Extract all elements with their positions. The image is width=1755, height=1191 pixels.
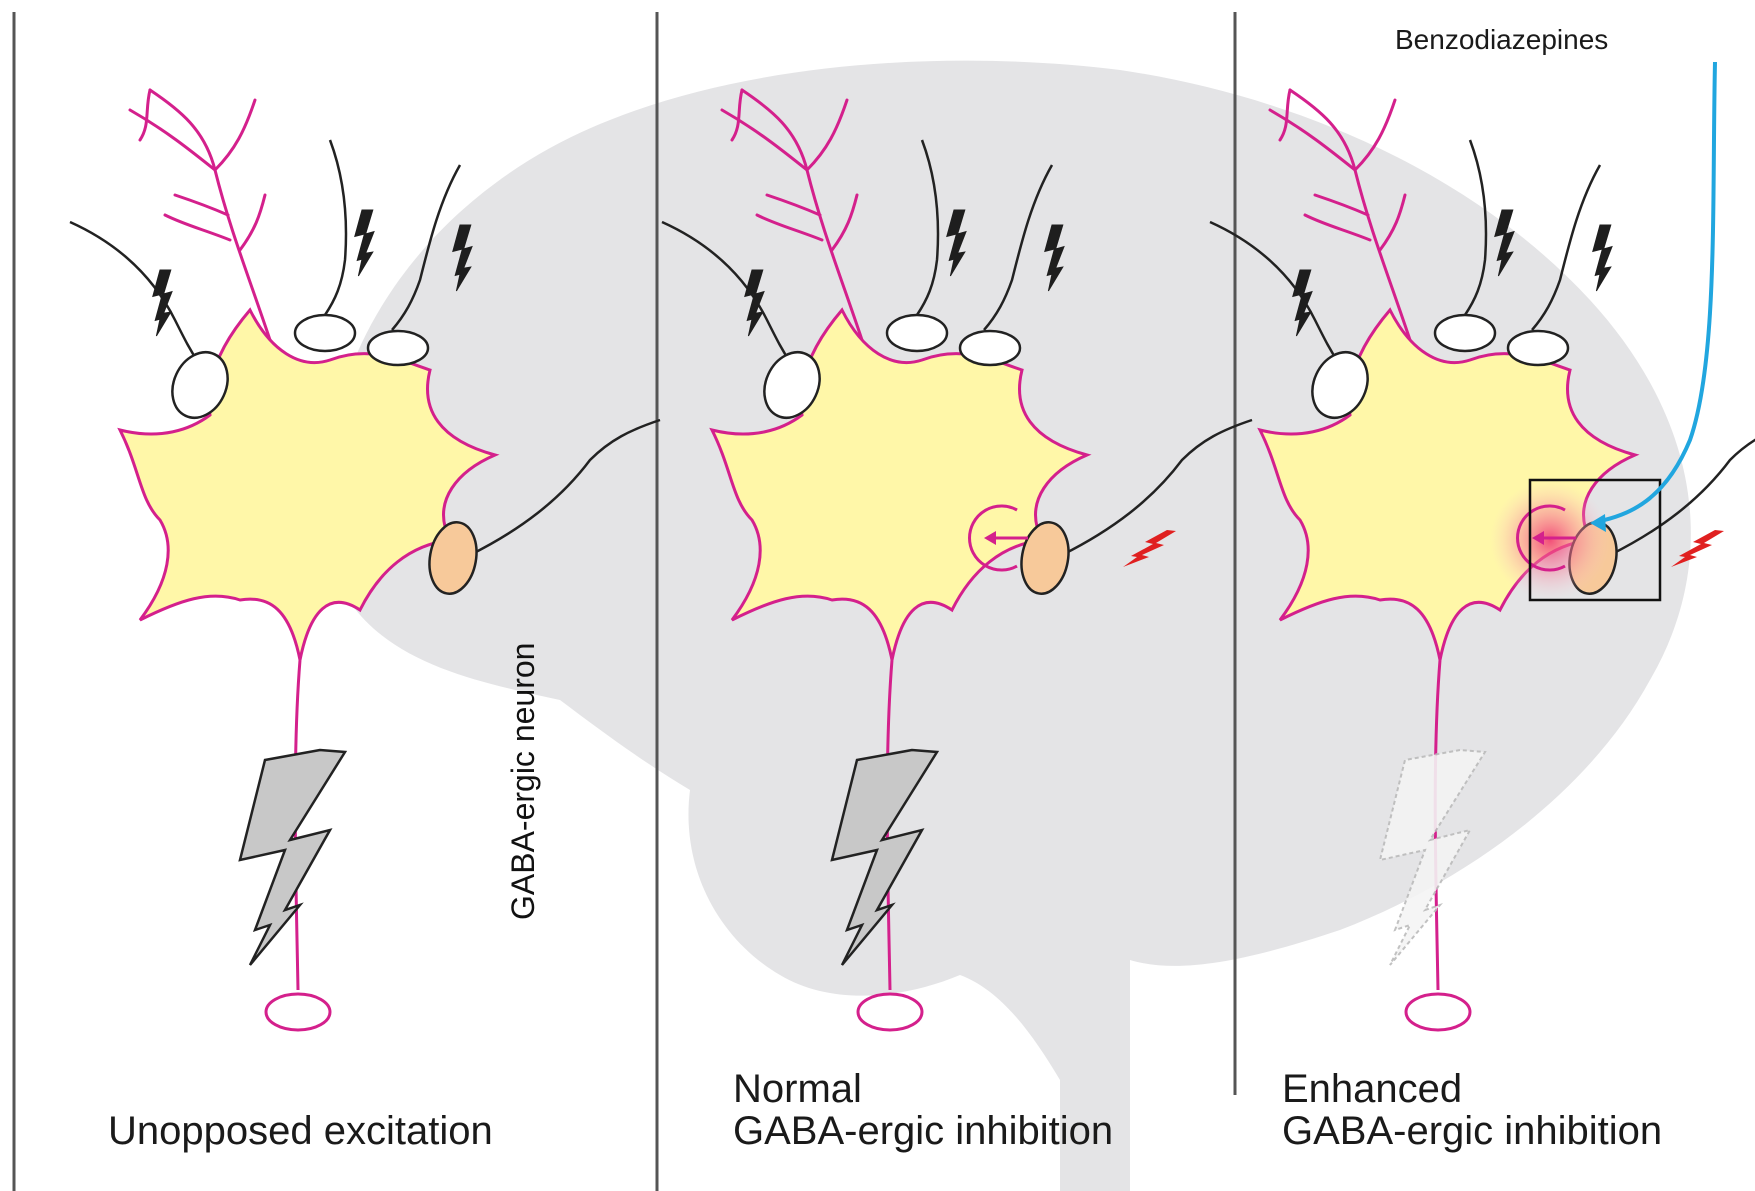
caption-normal-inhibition: Normal GABA-ergic inhibition xyxy=(733,1068,1113,1152)
dendrite-branch xyxy=(240,195,265,250)
gaba-neuron-label: GABA-ergic neuron xyxy=(505,643,542,920)
dendrite-branch xyxy=(215,100,255,170)
excitatory-terminal xyxy=(368,331,428,365)
input-spike-icon xyxy=(153,270,172,336)
axon-terminal xyxy=(1406,994,1470,1030)
dendrite-branch xyxy=(140,90,150,140)
enhanced-glow xyxy=(1490,480,1610,600)
excitatory-terminal xyxy=(960,331,1020,365)
axon-terminal xyxy=(266,994,330,1030)
excitatory-terminal xyxy=(887,315,947,351)
dendrite-branch xyxy=(165,215,230,240)
caption-enhanced-inhibition: Enhanced GABA-ergic inhibition xyxy=(1282,1068,1662,1152)
excitatory-terminal xyxy=(1435,315,1495,351)
output-spike-icon xyxy=(240,750,345,965)
input-fibre xyxy=(325,140,346,315)
excitatory-terminal xyxy=(1508,331,1568,365)
excitatory-terminal xyxy=(295,315,355,351)
input-fibre xyxy=(70,222,200,365)
dendrite-branch xyxy=(175,195,228,215)
input-spike-icon xyxy=(355,210,374,276)
dendrite-tree xyxy=(130,90,270,340)
axon-terminal xyxy=(858,994,922,1030)
input-spike-icon xyxy=(1593,225,1612,291)
benzodiazepines-label: Benzodiazepines xyxy=(1395,24,1608,56)
caption-unopposed-excitation: Unopposed excitation xyxy=(108,1110,493,1152)
